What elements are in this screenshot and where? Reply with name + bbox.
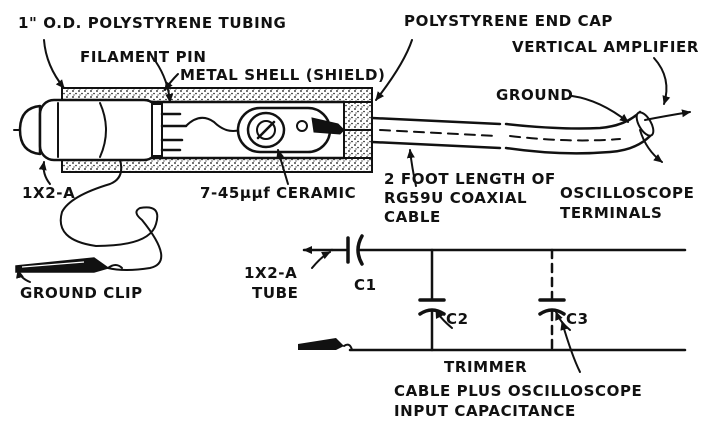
label-terminals-2: TERMINALS (560, 204, 662, 222)
label-trimmer: TRIMMER (444, 358, 527, 376)
ground-clip-icon (15, 257, 123, 273)
label-vertical-amplifier: VERTICAL AMPLIFIER (512, 38, 699, 56)
c1-plate-curved (356, 234, 364, 266)
label-metal-shell: METAL SHELL (SHIELD) (180, 66, 385, 84)
label-ground: GROUND (496, 86, 573, 104)
coaxial-cable (370, 110, 655, 155)
label-end-cap: POLYSTYRENE END CAP (404, 12, 613, 30)
label-input-cap-1: CABLE PLUS OSCILLOSCOPE (394, 382, 642, 400)
label-terminals-1: OSCILLOSCOPE (560, 184, 694, 202)
equivalent-circuit (298, 234, 687, 373)
label-c1: C1 (354, 276, 377, 294)
label-c3: C3 (566, 310, 589, 328)
label-ground-clip: GROUND CLIP (20, 284, 143, 302)
probe-assembly (13, 87, 691, 273)
vertical-lead (644, 109, 691, 121)
label-tube-type: 1X2-A (22, 184, 75, 202)
ground-wire (59, 159, 163, 271)
label-c2: C2 (446, 310, 469, 328)
filament-wire (185, 116, 241, 132)
circuit-ground-clip-icon (298, 338, 353, 351)
label-tube-1: 1X2-A (244, 264, 297, 282)
label-cable-3: CABLE (384, 208, 441, 226)
label-filament-pin: FILAMENT PIN (80, 48, 207, 66)
label-tube-2: TUBE (252, 284, 299, 302)
label-input-cap-2: INPUT CAPACITANCE (394, 402, 576, 420)
label-cable-2: RG59U COAXIAL (384, 189, 527, 207)
labels: 1" O.D. POLYSTYRENE TUBING FILAMENT PIN … (18, 12, 699, 420)
tube-1x2a (13, 98, 188, 162)
label-cable-1: 2 FOOT LENGTH OF (384, 170, 556, 188)
ground-lead (639, 129, 663, 163)
label-tubing: 1" O.D. POLYSTYRENE TUBING (18, 14, 286, 32)
ceramic-trimmer (236, 106, 345, 154)
label-ceramic: 7-45μμf CERAMIC (200, 184, 356, 202)
leader-lines (16, 39, 671, 283)
